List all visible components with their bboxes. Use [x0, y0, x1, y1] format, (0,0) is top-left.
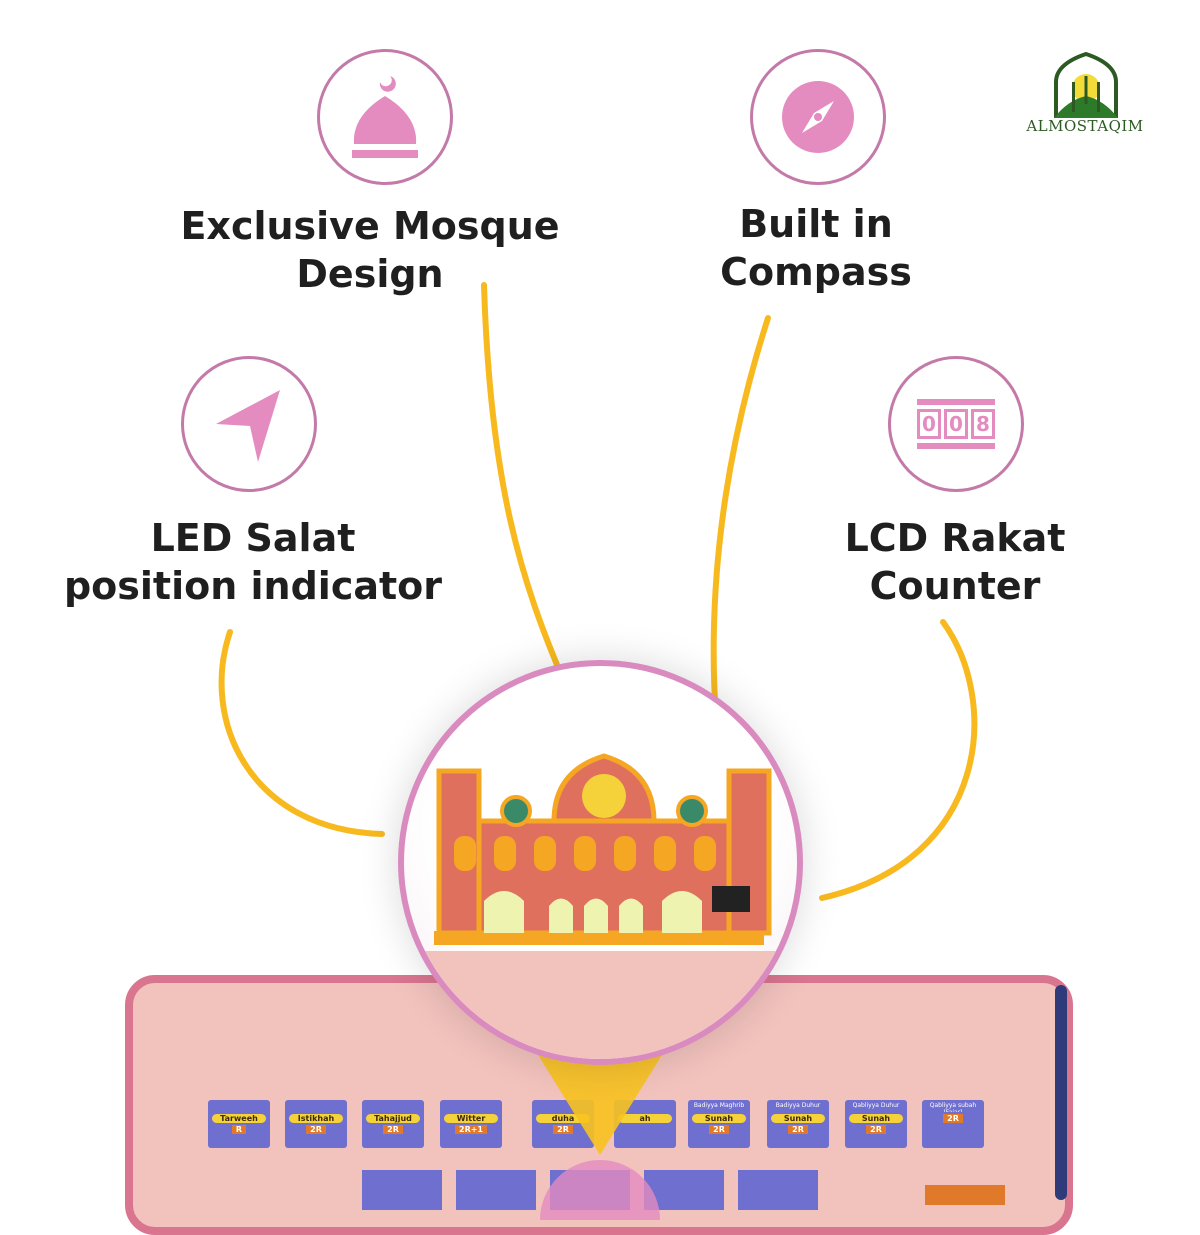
brand-name: ALMOSTAQIM — [1026, 117, 1144, 135]
connector-led — [218, 629, 385, 837]
magnified-mosque-view — [398, 660, 803, 1065]
compass-icon — [782, 81, 854, 153]
mosque-device — [434, 753, 772, 945]
mat-prayer-card: Qabliyya subah (Fajar)2R — [922, 1100, 984, 1148]
navigation-arrow-icon — [216, 390, 280, 462]
pointer-triangle — [535, 1050, 665, 1155]
connector-lcd — [819, 619, 978, 901]
lcd-feature-icon-circle: 0 0 8 — [888, 356, 1024, 492]
connector-compass — [710, 315, 771, 721]
counter-digits-icon: 0 0 8 — [917, 399, 995, 449]
mat-fabric — [404, 951, 797, 1059]
connector-mosque — [481, 282, 569, 689]
mat-orange-card — [925, 1185, 1005, 1205]
compass-feature-icon-circle — [750, 49, 886, 185]
led-feature-icon-circle — [181, 356, 317, 492]
connector-lines — [218, 282, 978, 901]
almostaqim-logo — [1054, 52, 1118, 118]
mat-edge — [1055, 985, 1067, 1200]
mosque-dome-icon — [352, 76, 418, 158]
mosque-feature-icon-circle — [317, 49, 453, 185]
